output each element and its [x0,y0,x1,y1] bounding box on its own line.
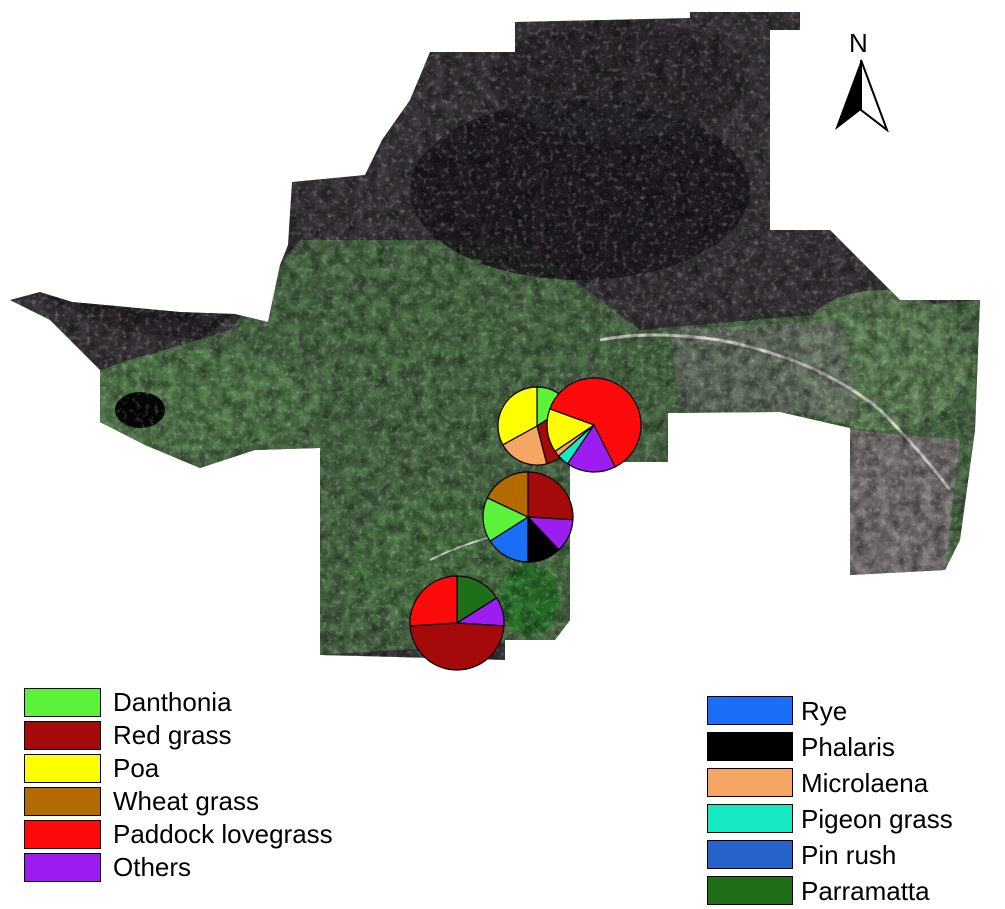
pie-slice [546,408,596,453]
pie-chart [546,377,642,473]
legend-label: Phalaris [801,732,895,762]
pie-slice [489,515,529,563]
legend-label: Others [113,852,192,882]
legend-label: Pigeon grass [801,804,953,834]
legend-swatch [24,853,101,882]
pie-slice [409,575,458,627]
legend-label: Pin rush [801,840,897,870]
legend-swatch [24,721,101,750]
legend-swatch [24,688,101,717]
legend-label: Parramatta [801,876,930,906]
legend-label: Microlaena [801,768,929,798]
legend-swatch [707,804,793,833]
legend-label: Poa [113,753,160,783]
pie-slice [482,497,530,542]
pie-slice [497,386,538,446]
legend-swatch [24,820,101,849]
pie-slice [502,425,548,466]
satellite-map [10,12,980,671]
legend-label: Wheat grass [113,786,259,816]
pie-slice [566,423,616,473]
pie-slice [486,471,529,518]
legend-label: Red grass [113,720,232,750]
pie-slice [549,377,642,468]
legend-label: Rye [801,696,848,726]
pie-chart [482,471,574,563]
legend-swatch [707,840,793,869]
legend-label: Paddock lovegrass [113,819,333,849]
pie-slice [456,575,498,625]
legend-swatch [707,876,793,905]
north-arrow-icon [835,59,889,132]
species-pie-charts [409,377,642,671]
legend-swatch [707,732,793,761]
legend-swatch [707,768,793,797]
legend-label: Danthonia [113,687,232,717]
pie-slice [527,471,574,521]
north-label: N [849,28,868,58]
legend-swatch [24,754,101,783]
pie-chart [409,575,505,671]
legend-swatch [707,696,793,725]
legend-swatch [24,787,101,816]
pie-slice [409,622,505,671]
